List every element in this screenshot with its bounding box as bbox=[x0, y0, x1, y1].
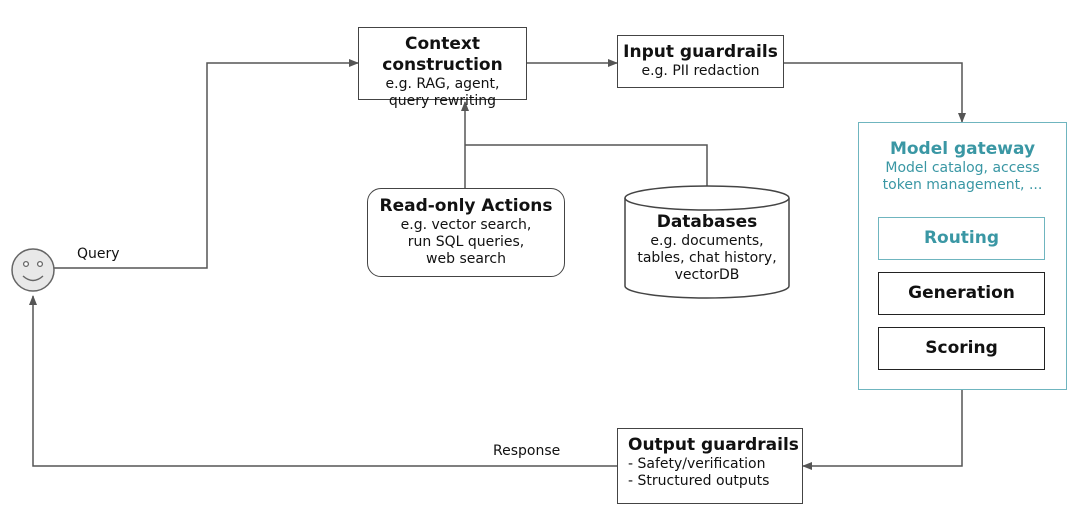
user-icon bbox=[11, 248, 55, 292]
context-construction-title: Context construction bbox=[382, 34, 503, 75]
read-only-actions-line: e.g. vector search, bbox=[400, 217, 532, 233]
scoring-box[interactable]: Scoring bbox=[878, 327, 1045, 370]
read-only-actions-line: web search bbox=[426, 251, 506, 267]
arrow-gateway-to-output bbox=[802, 390, 963, 470]
output-guardrails-title: Output guardrails bbox=[628, 435, 799, 455]
input-guardrails-title: Input guardrails bbox=[623, 42, 778, 62]
arrow-query bbox=[53, 59, 359, 269]
databases-line: tables, chat history, bbox=[637, 250, 777, 266]
read-only-actions-title: Read-only Actions bbox=[379, 196, 553, 216]
databases-line: e.g. documents, bbox=[650, 233, 764, 249]
context-construction-line: e.g. RAG, agent, bbox=[385, 76, 500, 92]
model-gateway-line: token management, ... bbox=[882, 177, 1043, 193]
routing-box[interactable]: Routing bbox=[878, 217, 1045, 260]
databases-cylinder bbox=[624, 185, 790, 299]
databases-title: Databases bbox=[656, 212, 758, 232]
arrow-response bbox=[29, 295, 617, 467]
response-label: Response bbox=[493, 443, 561, 459]
context-construction-line: query rewriting bbox=[388, 93, 497, 109]
output-guardrails-line: - Safety/verification bbox=[628, 456, 766, 472]
generation-box[interactable]: Generation bbox=[878, 272, 1045, 315]
read-only-actions-box[interactable]: Read-only Actions e.g. vector search, ru… bbox=[367, 188, 565, 277]
model-gateway-line: Model catalog, access bbox=[885, 160, 1040, 176]
input-guardrails-box[interactable]: Input guardrails e.g. PII redaction bbox=[617, 35, 784, 88]
output-guardrails-line: - Structured outputs bbox=[628, 473, 770, 489]
databases-box[interactable]: Databases e.g. documents, tables, chat h… bbox=[625, 212, 789, 284]
context-construction-box[interactable]: Context construction e.g. RAG, agent, qu… bbox=[358, 27, 527, 109]
connector-databases bbox=[465, 144, 708, 188]
query-label: Query bbox=[77, 246, 120, 262]
model-gateway-title: Model gateway bbox=[889, 139, 1036, 159]
databases-line: vectorDB bbox=[674, 267, 740, 283]
output-guardrails-box[interactable]: Output guardrails - Safety/verification … bbox=[617, 428, 803, 504]
read-only-actions-line: run SQL queries, bbox=[407, 234, 525, 250]
arrow-input-to-gateway bbox=[784, 62, 966, 123]
input-guardrails-line: e.g. PII redaction bbox=[641, 63, 760, 79]
